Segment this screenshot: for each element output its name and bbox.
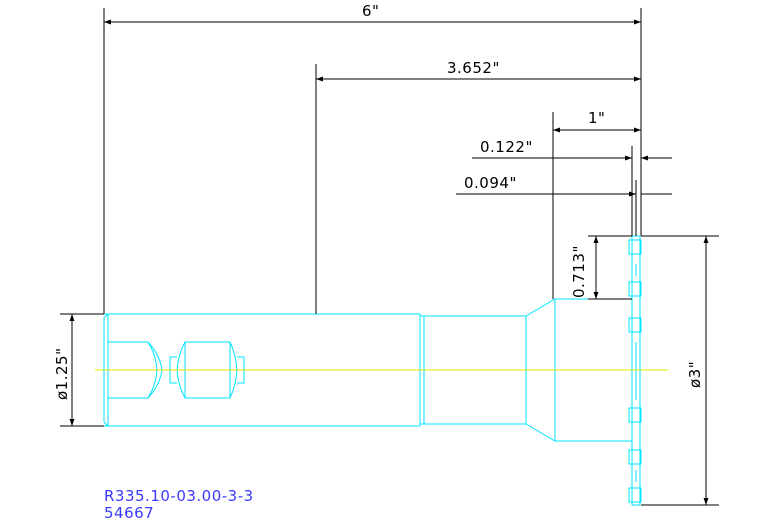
- item-code: 54667: [104, 504, 154, 522]
- part-number: R335.10-03.00-3-3: [104, 487, 254, 505]
- dimension-lines: [60, 8, 719, 506]
- dim-cutter-diameter: ø3": [686, 361, 704, 388]
- dim-shank-diameter: ø1.25": [53, 348, 71, 400]
- dim-body-length: 3.652": [447, 59, 500, 77]
- dim-blade-width: 0.122": [480, 138, 533, 156]
- dim-head-length: 1": [588, 109, 605, 127]
- dim-cut-depth: 0.713": [570, 245, 588, 298]
- dim-blade-thickness: 0.094": [464, 174, 517, 192]
- dim-overall-length: 6": [362, 2, 379, 20]
